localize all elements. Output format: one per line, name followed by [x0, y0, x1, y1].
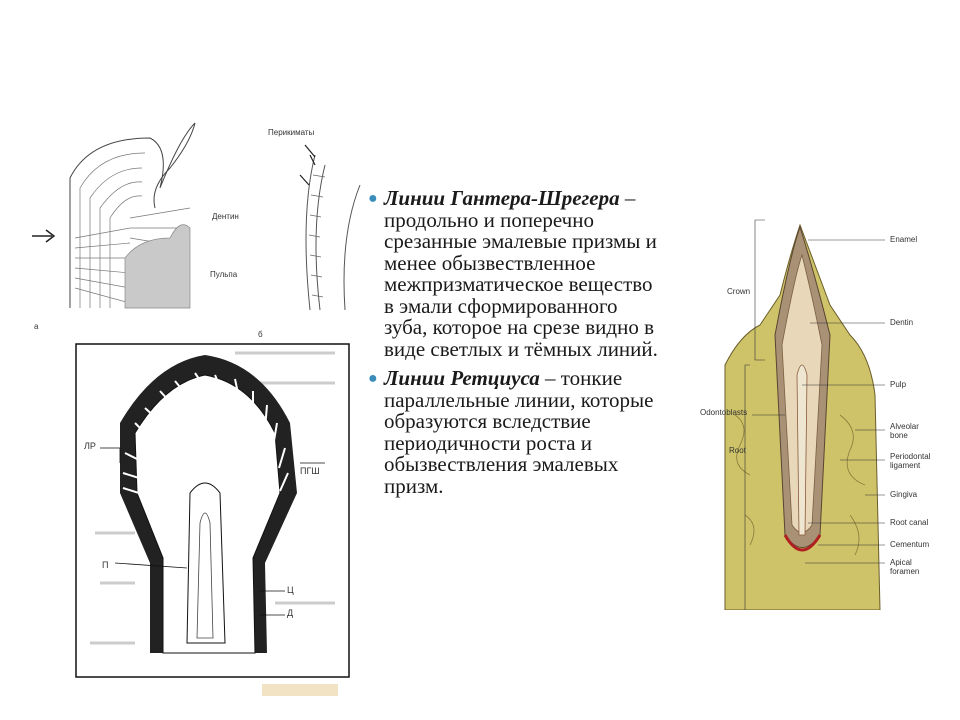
desc-hunter-schreger: – продольно и поперечно срезанные эмалев… [384, 186, 658, 361]
label-pulp: Пульпа [210, 270, 238, 279]
label-enamel: Enamel [890, 235, 918, 244]
figure-a-enamel-section [32, 122, 196, 309]
label-cementum: Cementum [890, 540, 930, 549]
label-crown: Crown [727, 287, 751, 296]
panel-letter-b: б [258, 330, 263, 339]
label-dentin: Дентин [212, 212, 239, 221]
label-pgsh: ПГШ [300, 466, 320, 476]
label-root-canal: Root canal [890, 518, 929, 527]
decorative-strip [262, 684, 338, 696]
desc-retzius: – тонкие параллельные линии, которые обр… [384, 366, 654, 498]
label-gingiva: Gingiva [890, 490, 918, 499]
figure-tooth-anatomy [724, 219, 885, 610]
figure-tooth-section [75, 343, 350, 678]
figure-b-perikymata [299, 144, 361, 311]
label-d: Д [287, 608, 294, 618]
bullet-list: ● Линии Гантера-Шрегера – продольно и поп… [366, 186, 666, 505]
bullet-item-hunter-schreger: ● Линии Гантера-Шрегера – продольно и поп… [366, 186, 666, 361]
label-p: П [102, 560, 109, 570]
label-alveolar-bone: Alveolar bone [890, 422, 919, 440]
bullet-dot-icon: ● [368, 190, 378, 207]
label-odontoblasts: Odontoblasts [700, 408, 748, 417]
label-ts: Ц [287, 585, 294, 595]
term-retzius: Линии Ретциуса [384, 366, 540, 390]
label-perikymata: Перикиматы [268, 128, 315, 137]
label-lr: ЛР [84, 441, 96, 451]
label-pulp-en: Pulp [890, 380, 907, 389]
label-dentin-en: Dentin [890, 318, 914, 327]
panel-letter-a: а [34, 322, 39, 331]
label-periodontal-ligament: Periodontal ligament [890, 452, 931, 470]
bullet-dot-icon: ● [368, 370, 378, 387]
term-hunter-schreger: Линии Гантера-Шрегера [384, 186, 620, 210]
label-apical-foramen: Apical foramen [890, 558, 920, 576]
bullet-item-retzius: ● Линии Ретциуса – тонкие параллельные ли… [366, 366, 666, 498]
label-root: Root [729, 446, 746, 455]
